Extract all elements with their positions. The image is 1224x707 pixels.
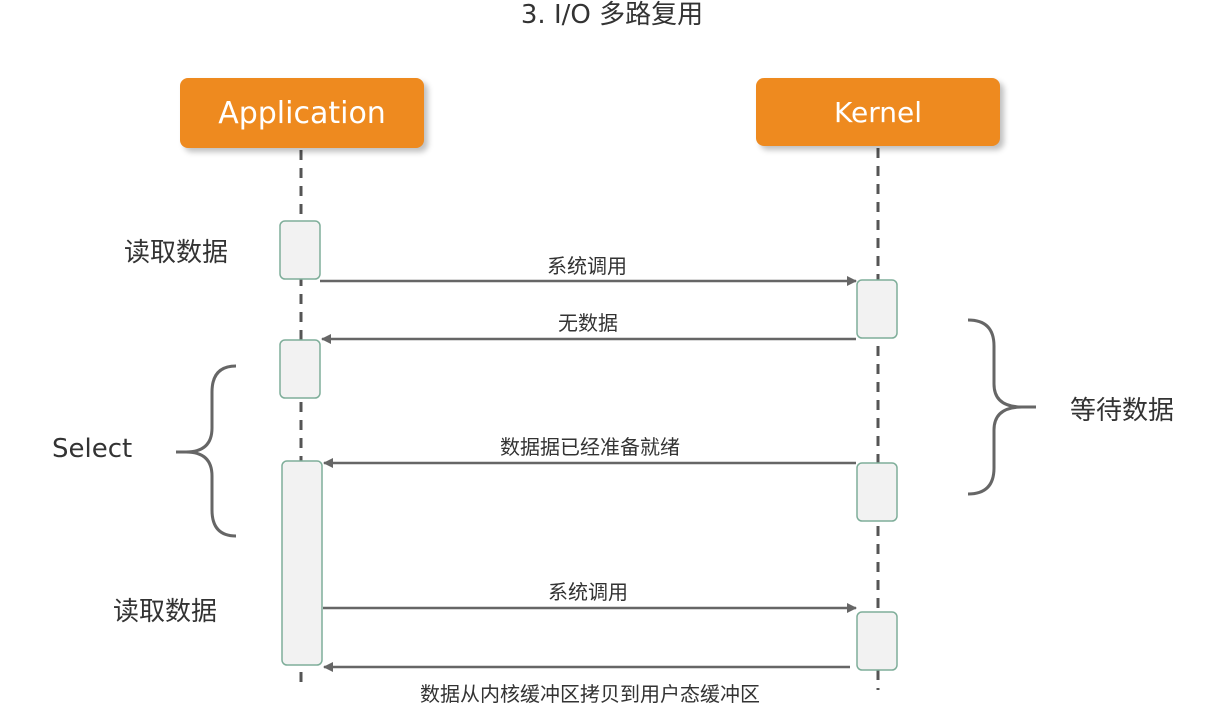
- copy-data-label: 数据从内核缓冲区拷贝到用户态缓冲区: [420, 682, 760, 706]
- syscall-1-label: 系统调用: [547, 254, 627, 278]
- app-activation-3: [281, 460, 323, 666]
- read-data-label-1: 读取数据: [124, 238, 229, 268]
- kernel-actor: Kernel: [756, 78, 1000, 146]
- wait-data-label: 等待数据: [1070, 396, 1175, 426]
- select-label: Select: [52, 434, 133, 464]
- wait-data-brace: [967, 318, 1036, 496]
- read-data-label-2: 读取数据: [113, 597, 218, 627]
- no-data-label: 无数据: [558, 311, 618, 335]
- select-brace: [176, 364, 237, 538]
- app-activation-2: [279, 339, 321, 399]
- syscall-2-label: 系统调用: [548, 580, 628, 604]
- app-activation-1: [279, 220, 321, 280]
- kernel-activation-1: [856, 279, 898, 339]
- application-actor: Application: [180, 78, 424, 148]
- data-ready-label: 数据据已经准备就绪: [500, 435, 680, 459]
- kernel-activation-3: [856, 611, 898, 671]
- diagram-title: 3. I/O 多路复用: [520, 0, 704, 30]
- kernel-activation-2: [856, 462, 898, 522]
